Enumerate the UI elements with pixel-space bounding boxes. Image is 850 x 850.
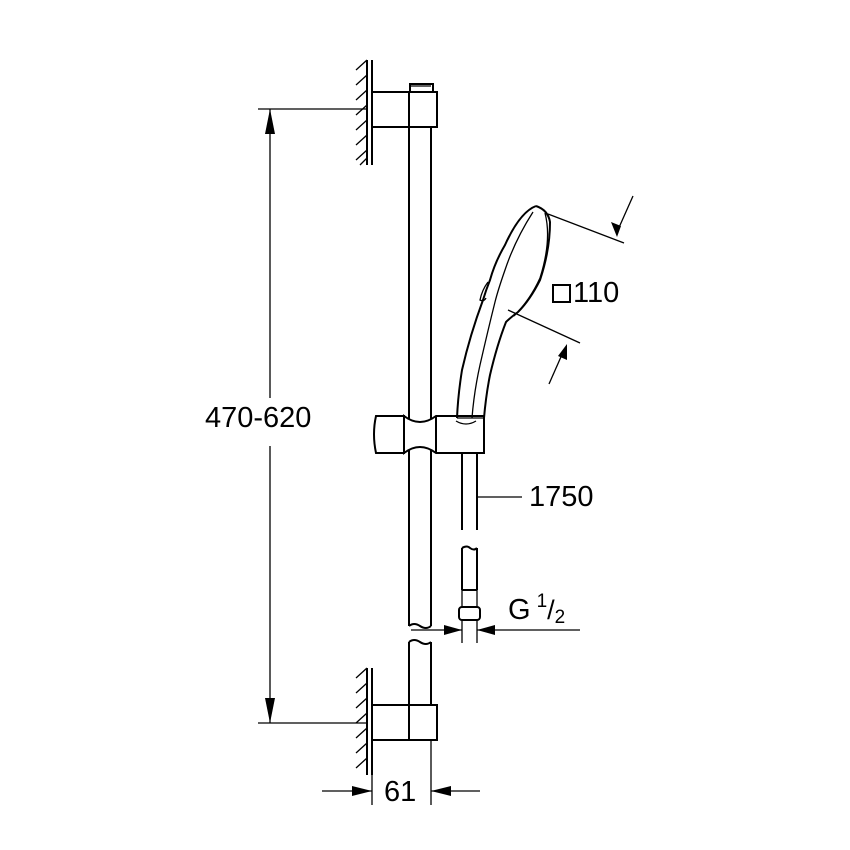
shower-hose [458,453,481,643]
dim-wall-projection [322,740,480,805]
dim-rail-height [258,108,367,724]
rail-lower [408,639,432,705]
thread-numerator: 1 [536,591,548,612]
upper-wall-hatch [355,59,373,166]
upper-wall-bracket [371,83,438,128]
rail-upper [408,127,432,629]
slider-holder [373,414,485,455]
label-rail-height: 470-620 [205,402,312,434]
thread-denominator: 2 [554,607,566,628]
label-hand-shower-size: 110 [552,279,619,308]
hand-shower [456,205,552,419]
thread-slash: / [547,595,555,625]
dim-thread [411,625,580,635]
hand-shower-size-value: 110 [573,277,620,309]
thread-prefix: G [508,594,531,626]
dim-hand-shower [507,195,634,385]
square-symbol-icon [552,284,571,303]
label-hose-length: 1750 [529,481,594,513]
label-wall-projection: 61 [384,776,417,808]
lower-wall-bracket [371,704,438,741]
lower-wall-hatch [355,667,373,775]
